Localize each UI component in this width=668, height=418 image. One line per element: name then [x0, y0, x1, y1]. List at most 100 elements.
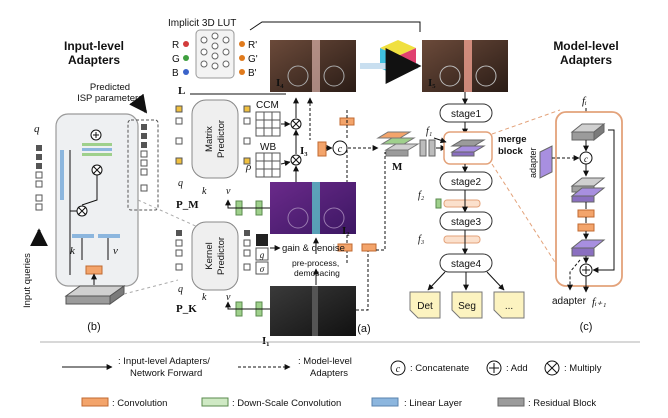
ccm-label: CCM	[256, 100, 279, 111]
f-out-label: fᵢ₊₁	[592, 296, 607, 308]
v-linear	[98, 234, 120, 238]
kernel-k: k	[202, 292, 207, 303]
matrix-v: v	[226, 186, 231, 197]
more-label: ...	[505, 301, 513, 312]
I1-label: I₁	[262, 335, 270, 347]
lut-out-r: R'	[248, 40, 257, 51]
I4-label: I₄	[276, 77, 284, 89]
gain-denoise-label: gain & denoise	[282, 243, 345, 254]
f1-label: f₁	[426, 126, 432, 137]
legend-dashed-line1: : Model-level	[298, 356, 352, 367]
I2-conv	[337, 243, 353, 252]
stage2-box	[439, 171, 493, 191]
ffn-bar-2	[82, 148, 112, 151]
stage3-box	[439, 211, 493, 231]
matrix-predictor-line2: Predictor	[216, 120, 227, 158]
kernel-predictor-line2: Predictor	[216, 237, 227, 275]
left-conv	[85, 265, 103, 275]
stem-block-1	[419, 139, 427, 157]
left-title-line2: Adapters	[68, 53, 120, 67]
input-queries-label: Input queries	[22, 253, 33, 308]
lut-out-g-dot	[239, 55, 245, 61]
I2-label: I₂	[342, 225, 350, 237]
adapter-input-block	[539, 145, 553, 179]
isp-bracket	[127, 119, 159, 211]
PM-label: P_M	[176, 199, 199, 211]
kernel-sigma: σ	[260, 264, 265, 274]
caption-a: (a)	[357, 323, 370, 335]
head-seg: Seg	[451, 291, 483, 319]
matrix-predictor	[191, 99, 239, 179]
matrix-k: k	[202, 186, 207, 197]
k-linear	[72, 234, 94, 238]
left-q: q	[34, 123, 40, 135]
lut-in-r: R	[172, 40, 179, 51]
legend-multiply-label: : Multiply	[564, 363, 602, 374]
input-slab-front	[65, 295, 111, 305]
predicted-label-line2: ISP parameters	[77, 93, 143, 104]
head-more: ...	[493, 291, 525, 319]
lut-out-b-dot	[239, 69, 245, 75]
attn-line	[81, 175, 98, 206]
ffn-bar-1	[82, 143, 112, 146]
merge-block-line2: block	[498, 146, 524, 157]
input-level-adapter-panel: Input-level Adapters Predicted ISP param…	[22, 39, 201, 333]
isp-param-column	[140, 124, 148, 192]
stem-block-2	[428, 139, 436, 157]
lut-out-b: B'	[248, 68, 257, 79]
I3-conv	[317, 141, 327, 157]
M-label: M	[392, 161, 403, 173]
downscale-convs	[225, 199, 270, 317]
legend-dashed-line2: Adapters	[310, 368, 348, 379]
legend-downscale-label: : Down-Scale Convolution	[232, 398, 341, 409]
stage4-label: stage4	[451, 259, 481, 270]
adapter-side-label: adapter	[528, 147, 538, 178]
predicted-arrow	[129, 93, 148, 114]
kernel-query-tokens	[175, 230, 251, 271]
right-conv-2	[577, 223, 595, 232]
merge-block-line1: merge	[498, 134, 527, 145]
lut-title: Implicit 3D LUT	[168, 18, 236, 29]
lut-in-b-dot	[183, 69, 189, 75]
f-in-label: fᵢ	[582, 95, 587, 107]
f3-adapter	[443, 235, 481, 244]
matrix-predictor-line1: Matrix	[204, 126, 215, 152]
I1-conv	[361, 243, 377, 252]
f2-label: f₂	[418, 190, 425, 201]
I5-label: I₅	[428, 77, 436, 89]
right-title-line1: Model-level	[553, 39, 618, 53]
model-level-adapter-panel: Model-level Adapters fᵢ c adapter adapte…	[528, 39, 623, 333]
backbone-stages: stage1 merge block f₁ stage2 f₂ stage3 f…	[409, 92, 561, 319]
wb-matrix	[255, 152, 281, 178]
legend-concat-label: : Concatenate	[410, 363, 469, 374]
rho-label: ρ	[245, 161, 251, 173]
concat-op	[332, 140, 348, 156]
lut-in-r-dot	[183, 41, 189, 47]
caption-c: (c)	[580, 321, 593, 333]
legend: : Input-level Adapters/ Network Forward …	[62, 356, 602, 409]
query-column	[35, 145, 43, 211]
q-linear	[60, 150, 64, 200]
legend-linear-label: : Linear Layer	[404, 398, 462, 409]
preprocess-line2: demosacing	[294, 268, 340, 278]
legend-residual-label: : Residual Block	[528, 398, 596, 409]
matrix-query-tokens	[175, 105, 251, 165]
stage2-label: stage2	[451, 177, 481, 188]
right-title-line2: Adapters	[560, 53, 612, 67]
adapter-out-label: adapter	[552, 296, 587, 307]
wb-label: WB	[260, 142, 276, 153]
legend-concat-glyph: c	[396, 364, 401, 375]
lut-in-g-dot	[183, 55, 189, 61]
ccm-matrix	[255, 111, 281, 137]
right-conv-1	[577, 209, 595, 218]
kernel-params	[255, 234, 269, 275]
lut-in-g: G	[172, 54, 180, 65]
caption-b: (b)	[87, 321, 100, 333]
lut-out-g: G'	[248, 54, 258, 65]
legend-downscale-swatch	[201, 397, 229, 407]
L-label: L	[178, 85, 185, 97]
f2-adapter	[443, 199, 481, 208]
concat-symbol: c	[338, 144, 343, 155]
lut-out-r-dot	[239, 41, 245, 47]
legend-solid-line2: Network Forward	[130, 368, 202, 379]
